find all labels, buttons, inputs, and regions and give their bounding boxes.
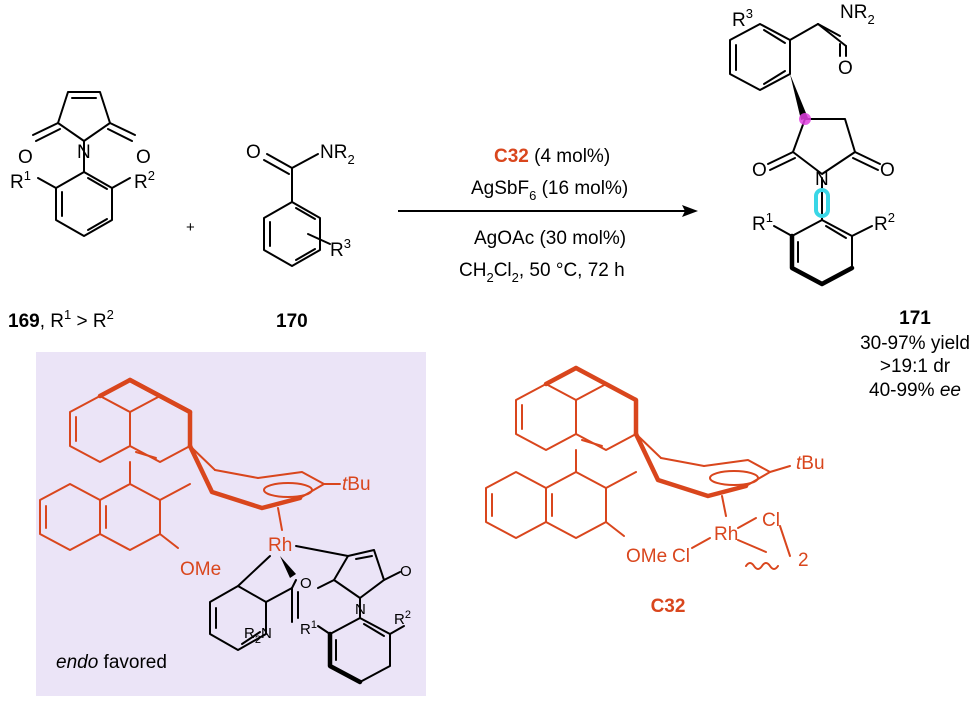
- additive2-condition: AgOAc (30 mol%): [474, 228, 626, 249]
- reaction-arrow: [398, 205, 698, 217]
- ts-caption: endo favored: [56, 652, 167, 673]
- catalyst-dimer-count: 2: [798, 550, 809, 571]
- reactant1-R2-label: R2: [134, 168, 155, 193]
- maleimide-oxygen-right: O: [136, 147, 151, 168]
- reactant2-caption: 170: [276, 311, 308, 332]
- product-yield: 30-97% yield: [860, 333, 970, 354]
- ts-R2-label: R2: [394, 609, 411, 628]
- product-dr: >19:1 dr: [880, 356, 951, 377]
- ts-oxygen-2: O: [400, 563, 412, 580]
- catalyst-tBu-label: tBu: [796, 453, 825, 474]
- ts-oxygen-1: O: [300, 575, 312, 592]
- catalyst-caption: C32: [651, 596, 686, 617]
- product-nitrogen: N: [815, 169, 829, 190]
- reactant1-R1-label: R1: [10, 168, 31, 193]
- ts-R1-label: R1: [300, 619, 317, 638]
- catalyst-methoxy-label: OMe: [626, 546, 667, 567]
- product-ee: 40-99% ee: [869, 380, 961, 401]
- product-oxygen-left: O: [752, 160, 767, 181]
- transition-state-catalyst-part: [39, 377, 341, 551]
- catalyst-C32-structure: [485, 365, 791, 570]
- ts-rhodium-label: Rh: [268, 535, 292, 556]
- maleimide-oxygen-left: O: [18, 147, 33, 168]
- transition-state-panel: [36, 352, 426, 696]
- product-NR2-label: NR2: [840, 2, 875, 27]
- product-oxygen-right: O: [880, 160, 895, 181]
- ts-methoxy-label: OMe: [180, 559, 221, 580]
- product-R3-label: R3: [732, 6, 753, 31]
- product-R1-label: R1: [752, 210, 773, 235]
- ts-R2N-label: R2N: [244, 625, 272, 646]
- catalyst-rhodium-label: Rh: [714, 524, 738, 545]
- transition-state-substrate-part: [209, 545, 405, 685]
- product-amide-oxygen: O: [838, 58, 853, 79]
- additive1-condition: AgSbF6 (16 mol%): [471, 178, 628, 203]
- ts-tBu-label: tBu: [342, 474, 371, 495]
- solvent-condition: CH2Cl2, 50 °C, 72 h: [459, 260, 625, 285]
- product-caption-id: 171: [899, 308, 931, 329]
- plus-sign: +: [186, 219, 195, 236]
- reactant1-caption: 169, R1 > R2: [8, 307, 114, 332]
- reactant-169-structure: [32, 91, 136, 237]
- ts-nitrogen: N: [355, 601, 366, 618]
- product-171-structure: [729, 23, 881, 287]
- catalyst-chloride-1: Cl: [762, 510, 780, 531]
- benzamide-oxygen: O: [246, 142, 261, 163]
- maleimide-nitrogen: N: [77, 142, 91, 163]
- reactant-170-structure: [263, 153, 331, 267]
- catalyst-chloride-2: Cl: [672, 546, 690, 567]
- benzamide-NR2-label: NR2: [320, 142, 355, 167]
- catalyst-condition: C32 (4 mol%): [494, 146, 610, 167]
- benzamide-R3-label: R3: [330, 236, 351, 261]
- product-R2-label: R2: [874, 210, 895, 235]
